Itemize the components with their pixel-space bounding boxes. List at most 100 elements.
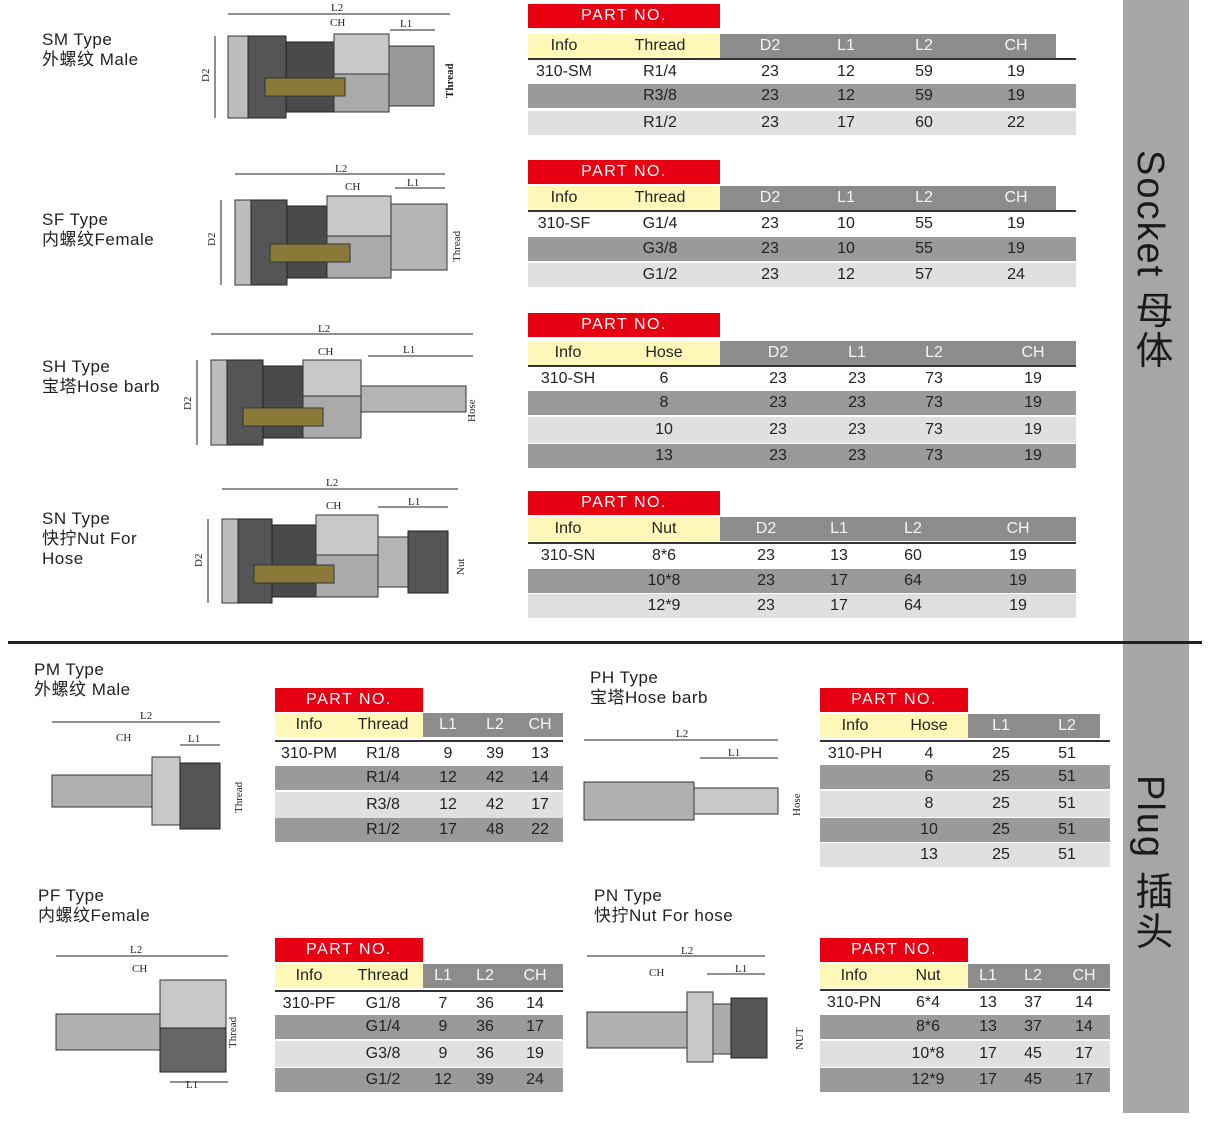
cell: [820, 1068, 888, 1092]
cell: 13: [830, 547, 848, 564]
cell: [528, 569, 608, 593]
cell: [275, 1041, 343, 1067]
sn-header-d2: D2: [720, 517, 812, 541]
cell: [528, 594, 608, 618]
pm-plug-drawing: L2 L1 CH Thread: [51, 710, 245, 830]
pm-thread-label: Thread: [233, 781, 245, 813]
cell: 10*8: [911, 1045, 945, 1062]
cell: 23: [769, 447, 787, 464]
cell: 25: [992, 768, 1010, 785]
pn-header-l1: L1: [968, 964, 1008, 988]
cell: [275, 766, 343, 790]
cell: 9: [438, 1045, 448, 1062]
cell: 23: [848, 421, 866, 438]
pm-spec-table: PART NO. Info Thread L1 L2 CH 310-PM R1/…: [275, 688, 563, 843]
sm-type-name: SM Type: [42, 30, 113, 49]
ph-l2-label: L2: [676, 728, 688, 740]
cell: 59: [915, 87, 933, 104]
cell: 23: [761, 87, 779, 104]
sf-socket-drawing: L2 L1 CH D2 Thread: [206, 163, 463, 286]
cell: G3/8: [642, 240, 678, 257]
cell: 36: [476, 1018, 494, 1035]
cell: 19: [1009, 597, 1027, 614]
cell: R3/8: [643, 87, 677, 104]
cell: 9: [438, 1018, 448, 1035]
sh-header-row: Info Hose D2 L1 L2 CH: [528, 341, 1076, 365]
cell: 73: [925, 447, 943, 464]
sh-socket-drawing: L2 L1 CH D2 Hose: [183, 323, 478, 446]
pm-type-name: PM Type: [34, 660, 105, 679]
cell: 23: [761, 240, 779, 257]
cell: 19: [1024, 421, 1042, 438]
sm-header-l2: L2: [872, 34, 976, 58]
cell: 57: [915, 266, 933, 283]
pf-type-desc: 内螺纹Female: [38, 906, 151, 925]
pf-spec-table: PART NO. Info Thread L1 L2 CH 310-PF G1/…: [275, 938, 563, 1093]
pf-thread-label: Thread: [227, 1016, 239, 1048]
pf-header-ch: CH: [507, 964, 563, 988]
table-row: 12*9 23 17 64 19: [528, 594, 1076, 618]
sn-type-name: SN Type: [42, 509, 111, 528]
cell: 310-PN: [826, 994, 882, 1011]
table-row: 13 23 23 73 19: [528, 444, 1076, 468]
cell: 13: [655, 447, 673, 464]
sm-thread-label: Thread: [444, 63, 456, 98]
sh-header-l2: L2: [878, 341, 990, 365]
pm-header-info: Info: [275, 713, 343, 737]
cell: 25: [992, 821, 1010, 838]
cell: [820, 791, 890, 817]
cell: 19: [1007, 215, 1025, 232]
ph-header-l2: L2: [1034, 714, 1100, 738]
sm-header-row: Info Thread D2 L1 L2 CH: [528, 34, 1056, 58]
table-row: G1/4 9 36 17: [275, 1015, 563, 1039]
table-row: G1/2 23 12 57 24: [528, 263, 1076, 287]
cell: 19: [1024, 370, 1042, 387]
cell: R1/2: [643, 114, 677, 131]
pm-part-no-header: PART NO.: [275, 688, 423, 712]
cell: [528, 111, 600, 135]
pn-plug-drawing: L2 L1 CH NUT: [586, 945, 806, 1063]
table-row: 10 25 51: [820, 818, 1110, 842]
category-sidebar: [1123, 0, 1189, 1113]
sn-header-ch: CH: [960, 517, 1076, 541]
sm-d2-label: D2: [200, 69, 212, 82]
cell: 25: [992, 795, 1010, 812]
cell: 42: [486, 796, 504, 813]
cell: 25: [992, 745, 1010, 762]
sm-header-thread: Thread: [600, 34, 720, 58]
cell: G1/2: [365, 1071, 401, 1088]
table-row: G3/8 9 36 19: [275, 1041, 563, 1067]
sh-type-name: SH Type: [42, 357, 111, 376]
cell: [528, 391, 608, 415]
cell: [528, 417, 608, 443]
sn-d2-label: D2: [193, 554, 205, 567]
table-row: 310-SH 6 23 23 73 19: [528, 365, 1076, 391]
cell: 8*6: [651, 547, 677, 564]
table-row: 310-SM R1/4 23 12 59 19: [528, 58, 1076, 84]
sh-type-desc: 宝塔Hose barb: [42, 377, 160, 396]
sh-spec-table: PART NO. Info Hose D2 L1 L2 CH 310-SH 6 …: [528, 313, 1076, 469]
cell: 36: [476, 1045, 494, 1062]
sf-l2-label: L2: [335, 163, 347, 175]
cell: 73: [925, 394, 943, 411]
table-row: 10*8 17 45 17: [820, 1041, 1110, 1067]
cell: 23: [769, 421, 787, 438]
cell: 17: [830, 597, 848, 614]
cell: 51: [1058, 795, 1076, 812]
cell: 42: [486, 769, 504, 786]
cell: 60: [915, 114, 933, 131]
sn-ch-label: CH: [326, 500, 341, 512]
cell: 55: [915, 240, 933, 257]
sm-ch-label: CH: [330, 17, 345, 29]
cell: 51: [1058, 821, 1076, 838]
cell: 4: [924, 745, 934, 762]
pm-l2-label: L2: [140, 710, 152, 722]
sn-header-row: Info Nut D2 L1 L2 CH: [528, 517, 1076, 541]
cell: 39: [486, 745, 504, 762]
cell: 12: [434, 1071, 452, 1088]
pm-type-desc: 外螺纹 Male: [34, 680, 131, 699]
sm-socket-drawing: L2 L1 CH D2 Thread: [200, 2, 456, 119]
table-row: 6 25 51: [820, 765, 1110, 789]
sm-part-no-header: PART NO.: [528, 4, 720, 28]
cell: 17: [1075, 1071, 1093, 1088]
